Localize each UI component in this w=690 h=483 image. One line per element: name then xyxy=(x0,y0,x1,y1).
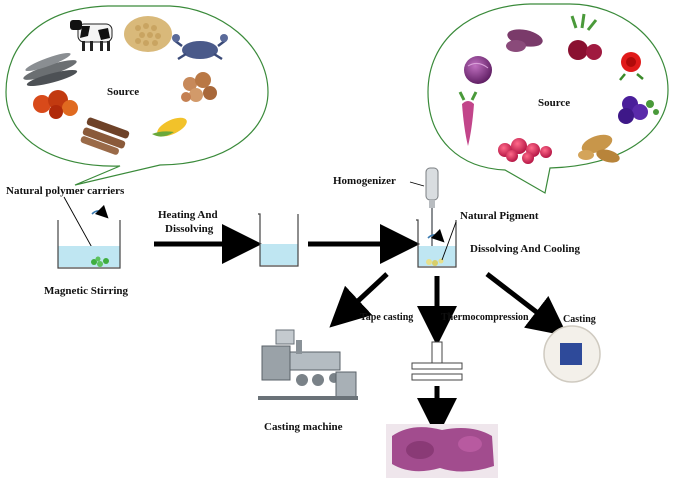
homogenizer-pointer xyxy=(409,181,425,187)
rose-icon xyxy=(619,52,644,81)
pigment-label: Natural Pigment xyxy=(460,210,539,222)
beetroot-icon xyxy=(568,13,602,60)
homogenizer-label: Homogenizer xyxy=(333,175,396,187)
ginger-icon xyxy=(578,134,620,163)
corn-icon xyxy=(152,117,187,137)
crab-icon xyxy=(172,34,228,61)
homogenizer-icon xyxy=(425,167,439,258)
sweet-potato-icon xyxy=(506,29,543,52)
stir-arrow-icon xyxy=(91,204,109,219)
casting-machine-icon xyxy=(258,329,358,400)
thermocompression-press-icon xyxy=(411,341,463,381)
casting-label: Casting xyxy=(563,314,596,325)
stirring-beaker xyxy=(57,220,121,269)
source-right-label: Source xyxy=(538,97,570,109)
fish-icon xyxy=(23,52,78,87)
heating-label-1: Heating And xyxy=(158,209,218,221)
arrow-tape-casting xyxy=(329,272,389,328)
arrow-casting xyxy=(485,272,568,337)
heating-label-2: Dissolving xyxy=(165,223,214,235)
purple-flower-icon xyxy=(618,96,659,124)
palm-fruit-icon xyxy=(33,90,78,119)
soybeans-icon xyxy=(124,16,172,52)
gelatin-icon xyxy=(181,72,217,102)
cow-icon xyxy=(70,20,113,51)
carriers-label: Natural polymer carriers xyxy=(6,185,125,197)
dissolving-beaker xyxy=(258,213,299,267)
raspberry-icon xyxy=(498,138,552,164)
tape-casting-label: Tape casting xyxy=(360,312,413,323)
magnetic-label: Magnetic Stirring xyxy=(44,285,129,297)
casting-machine-label: Casting machine xyxy=(264,421,343,433)
petri-dish-film xyxy=(543,325,601,383)
dissolving-cooling-label: Dissolving And Cooling xyxy=(470,243,581,255)
homogenizer-stir-arrow-icon xyxy=(427,228,445,243)
radish-icon xyxy=(458,91,478,146)
purple-film-sample xyxy=(386,424,498,478)
source-left-label: Source xyxy=(107,86,139,98)
thermocompression-label: Thermocompression xyxy=(441,312,529,323)
pigment-pointer xyxy=(441,221,457,261)
pigment-beaker xyxy=(416,219,457,268)
red-cabbage-icon xyxy=(464,56,492,84)
sugarcane-icon xyxy=(80,117,130,155)
